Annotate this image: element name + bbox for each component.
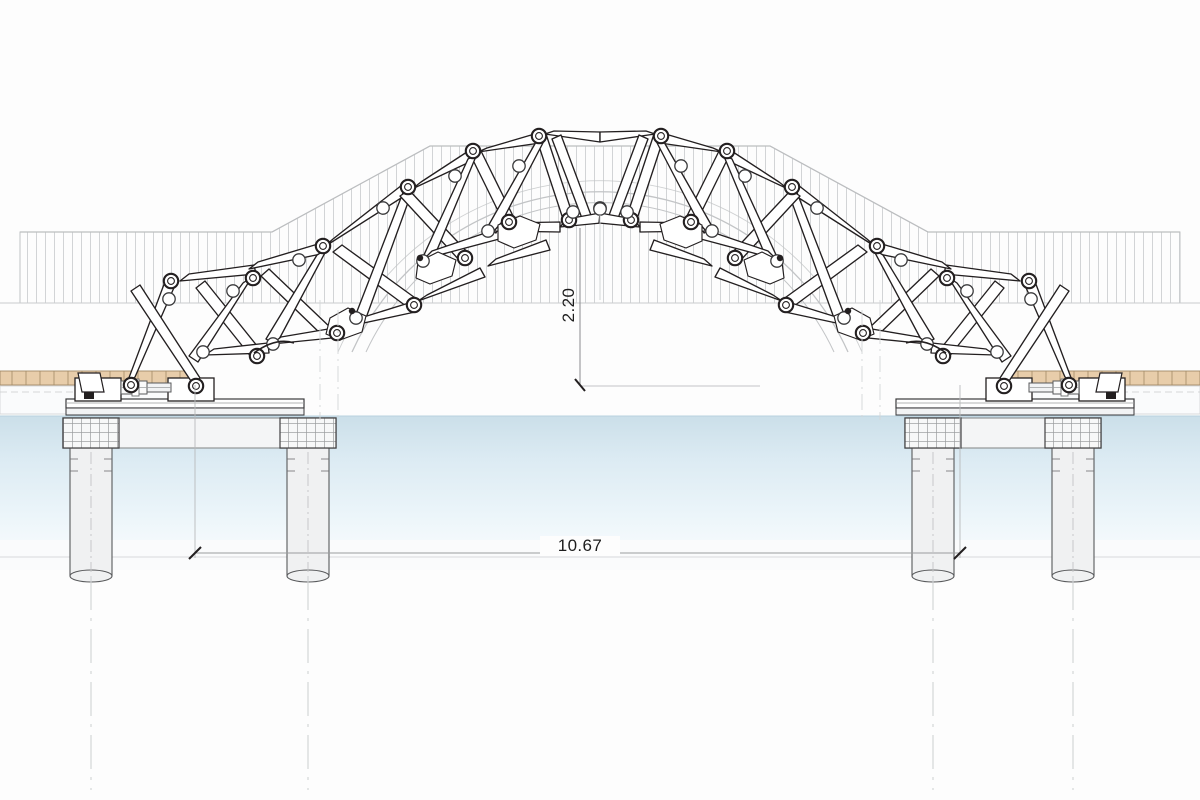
scissor-linkage-left bbox=[126, 130, 602, 385]
pin-joints-left bbox=[122, 127, 607, 395]
bearing-detail-left bbox=[77, 372, 105, 399]
pin-joints-right bbox=[620, 127, 1078, 395]
dimension-span-label: 10.67 bbox=[558, 536, 603, 555]
hydraulic-hose-detail bbox=[253, 340, 947, 354]
launch-rail-right bbox=[895, 398, 1135, 416]
dimension-rise-label: 2.20 bbox=[559, 288, 578, 323]
crown-pin-joint bbox=[593, 202, 607, 216]
dimension-rise: 2.20 bbox=[559, 228, 760, 392]
dimension-extension-lines bbox=[319, 300, 881, 420]
bearing-detail-right bbox=[1095, 372, 1123, 399]
dimension-span: 10.67 bbox=[188, 385, 967, 560]
working-platform bbox=[62, 417, 1102, 449]
pile-centrelines-extended bbox=[90, 576, 1074, 790]
